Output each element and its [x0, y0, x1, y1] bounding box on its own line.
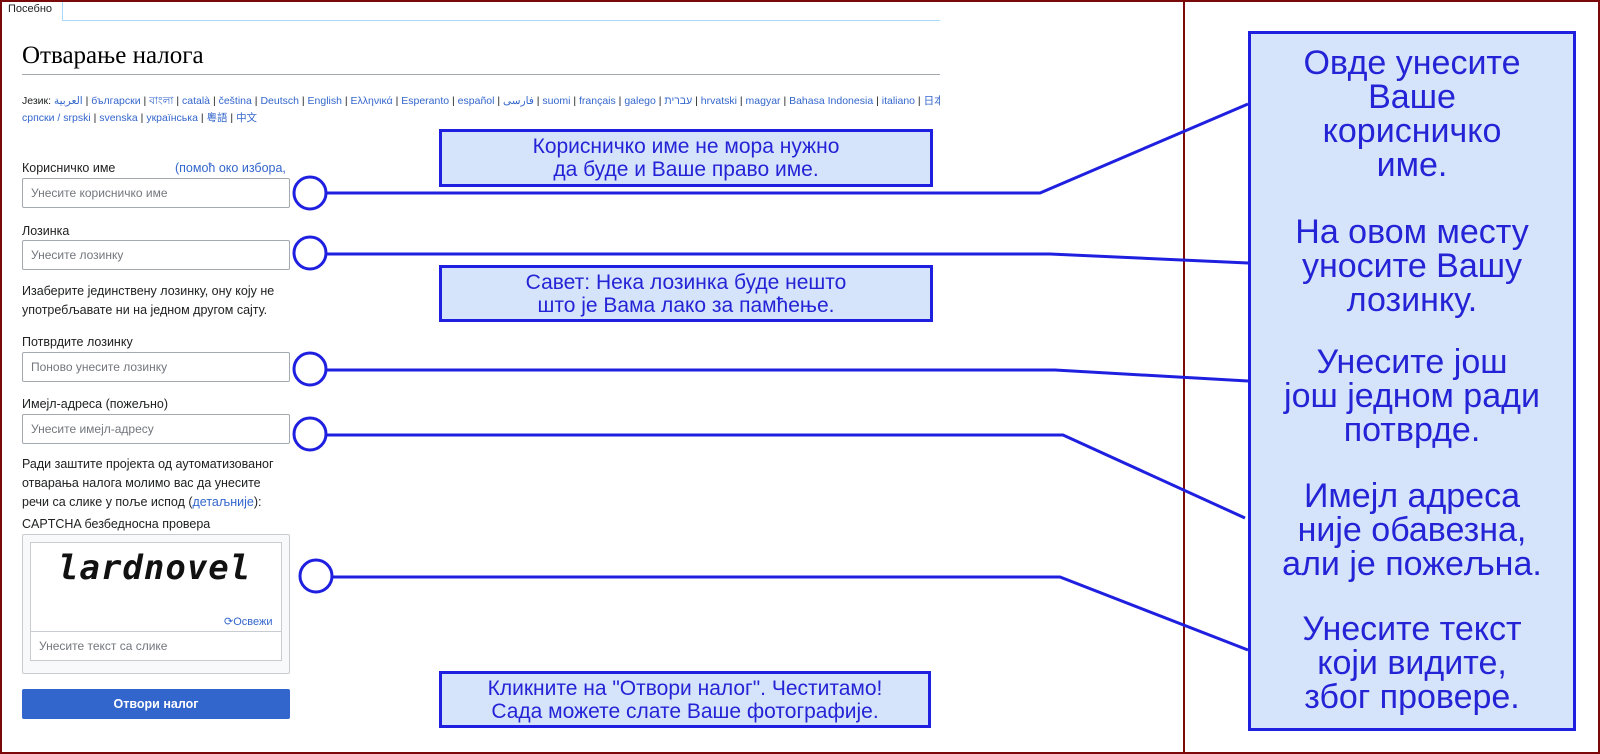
language-link[interactable]: українська: [146, 112, 198, 124]
language-label: Језик:: [22, 95, 52, 107]
note-username: Овде унесите Ваше корисничко име.: [1303, 44, 1521, 184]
language-link[interactable]: български: [91, 95, 141, 107]
email-label: Имејл-адреса (пожељно): [22, 397, 168, 411]
captcha-explanation-line: речи са слике у поље испод (детаљније):: [22, 493, 274, 512]
password-label: Лозинка: [22, 224, 70, 238]
captcha-explanation: Ради заштите пројекта од аутоматизованог…: [22, 455, 274, 512]
callout-password-tip: Савет: Нека лозинка буде нешто што је Ва…: [439, 265, 933, 322]
title-divider: [22, 74, 940, 75]
marker-confirm: [292, 351, 328, 387]
tab-special[interactable]: Посебно: [8, 3, 53, 15]
language-link[interactable]: српски / srpski: [22, 112, 91, 124]
note-password: На овом месту уносите Вашу лозинку.: [1295, 213, 1529, 319]
captcha-image: [30, 542, 282, 632]
marker-captcha: [298, 558, 334, 594]
language-link[interactable]: Bahasa Indonesia: [789, 95, 874, 107]
language-link[interactable]: Ελληνικά: [350, 95, 393, 107]
refresh-icon: ⟳: [224, 616, 234, 628]
captcha-input[interactable]: Унесите текст са слике: [30, 631, 282, 661]
captcha-text-part: ):: [253, 495, 262, 509]
language-link[interactable]: עברית: [664, 95, 693, 107]
captcha-label: CAPTCHA безбедносна провера: [22, 517, 211, 531]
language-link[interactable]: Esperanto: [401, 95, 450, 107]
language-link[interactable]: Deutsch: [260, 95, 299, 107]
language-link[interactable]: فارسی: [503, 95, 534, 107]
note-captcha: Унесите текст који видите, због провере.: [1302, 610, 1522, 716]
connector-confirm: [327, 368, 1249, 383]
instructions-panel: [1248, 31, 1576, 731]
language-link[interactable]: العربية: [53, 95, 83, 107]
language-link[interactable]: hrvatski: [700, 95, 737, 107]
captcha-refresh-link[interactable]: ⟳Освежи: [224, 615, 273, 628]
language-link[interactable]: 粵語: [206, 112, 228, 124]
callout-username-tip: Корисничко име не мора нужно да буде и В…: [439, 129, 933, 187]
password-input[interactable]: Унесите лозинку: [22, 240, 290, 270]
language-link[interactable]: italiano: [881, 95, 916, 107]
connector-captcha: [333, 575, 1249, 652]
note-email: Имејл адреса није обавезна, али је пожељ…: [1282, 477, 1542, 583]
username-label: Корисничко име: [22, 161, 116, 175]
language-link[interactable]: català: [182, 95, 211, 107]
marker-username: [292, 175, 328, 211]
captcha-details-link[interactable]: детаљније: [192, 495, 254, 509]
language-line-2: српски / srpski | svenska | українська |…: [22, 112, 258, 124]
captcha-refresh-label: Освежи: [233, 616, 273, 628]
password-hint-line: употребљавате ни на једном другом сајту.: [22, 303, 268, 317]
captcha-explanation-line: Ради заштите пројекта од аутоматизованог: [22, 457, 274, 471]
password-hint: Изаберите јединствену лозинку, ону коју …: [22, 282, 274, 320]
tab-underline: [62, 20, 940, 21]
marker-email: [292, 416, 328, 452]
language-link[interactable]: 中文: [236, 112, 258, 124]
language-link[interactable]: বাংলা: [149, 95, 174, 107]
language-link[interactable]: svenska: [99, 112, 138, 124]
marker-password: [292, 235, 328, 271]
create-account-button[interactable]: Отвори налог: [22, 689, 290, 719]
connector-password: [327, 252, 1249, 265]
language-link[interactable]: 日本語: [923, 95, 940, 107]
confirm-password-label: Потврдите лозинку: [22, 335, 133, 349]
language-link[interactable]: English: [307, 95, 342, 107]
language-link[interactable]: français: [579, 95, 616, 107]
username-input[interactable]: Унесите корисничко име: [22, 178, 290, 208]
captcha-word: lardnovel: [58, 548, 252, 588]
connector-username: [327, 102, 1249, 195]
captcha-text-part: речи са слике у поље испод (: [22, 495, 193, 509]
language-link[interactable]: galego: [624, 95, 656, 107]
email-input[interactable]: Унесите имејл-адресу: [22, 414, 290, 444]
captcha-explanation-line: отварања налога молимо вас да унесите: [22, 476, 261, 490]
language-link[interactable]: español: [457, 95, 495, 107]
language-line-1: Језик: العربية | български | বাংলা | cat…: [22, 93, 940, 110]
language-link[interactable]: magyar: [745, 95, 781, 107]
language-link[interactable]: suomi: [542, 95, 571, 107]
confirm-password-input[interactable]: Поново унесите лозинку: [22, 352, 290, 382]
connector-email: [327, 433, 1246, 520]
page-title: Отварање налога: [22, 42, 204, 69]
callout-submit-tip: Кликните на "Отвори налог". Честитамо! С…: [439, 671, 931, 728]
note-confirm: Унесите још још једном ради потврде.: [1284, 343, 1540, 449]
password-hint-line: Изаберите јединствену лозинку, ону коју …: [22, 284, 275, 298]
username-help-link[interactable]: (помоћ око избора,: [175, 161, 286, 175]
language-link[interactable]: čeština: [218, 95, 252, 107]
tab-edge: [62, 2, 63, 21]
language-bar: Језик: العربية | български | বাংলা | cat…: [22, 93, 940, 127]
